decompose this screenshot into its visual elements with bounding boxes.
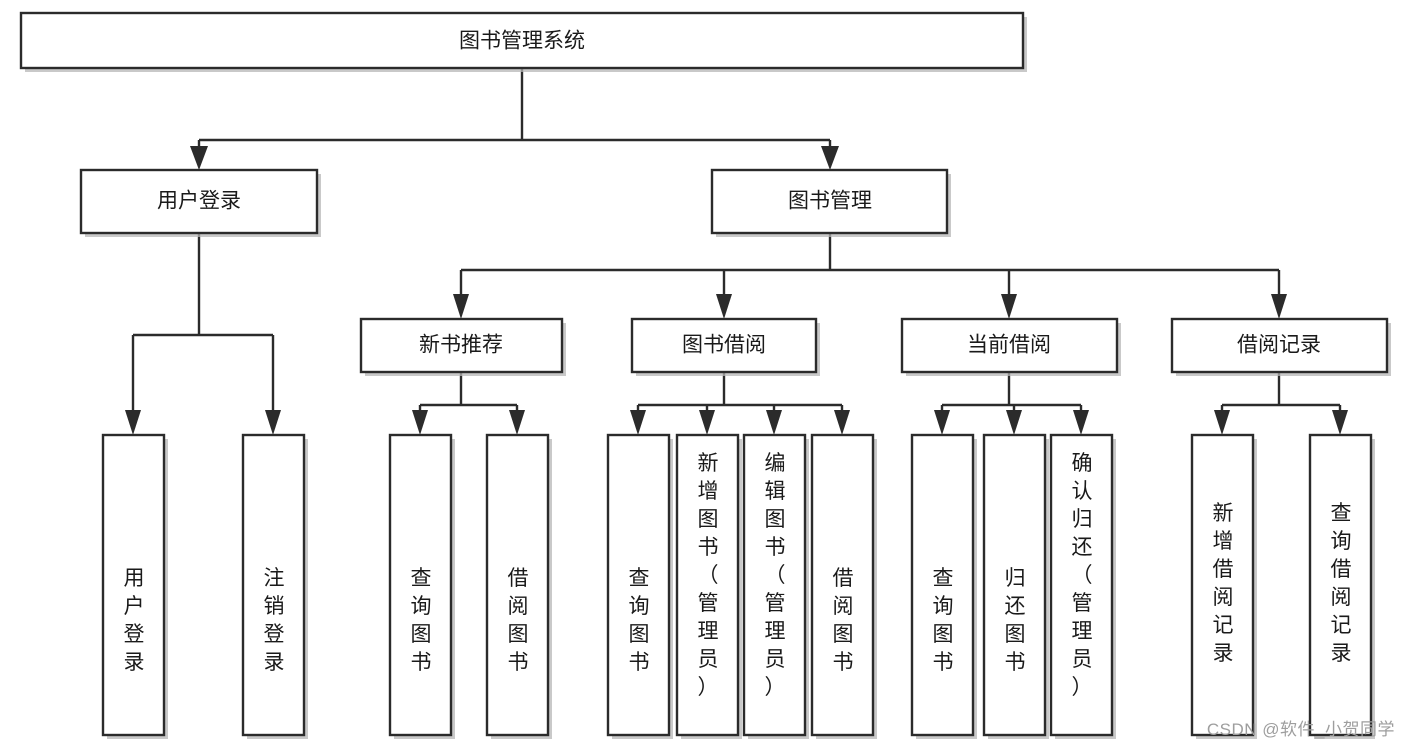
node-book-borrow-label: 图书借阅 <box>682 334 766 357</box>
node-new-book-recommend[interactable]: 新书推荐 <box>359 317 566 376</box>
node-current-borrow-label: 当前借阅 <box>967 334 1051 357</box>
node-leaf-query-book-borrow-label: 查询图书 <box>629 567 650 674</box>
node-current-borrow[interactable]: 当前借阅 <box>900 317 1121 376</box>
arrow-current-borrow <box>1001 294 1017 319</box>
node-leaf-edit-book-admin-box <box>742 433 807 737</box>
node-leaf-user-login-label: 用户登录 <box>124 567 145 674</box>
arrow-book-borrow <box>716 294 732 319</box>
node-leaf-query-borrow-record-label: 查询借阅记录 <box>1331 502 1352 665</box>
node-leaf-add-book-admin-box <box>675 433 740 737</box>
arrow-leaf-borrow-book-rec <box>509 410 525 435</box>
node-leaf-query-book-rec-label: 查询图书 <box>411 567 432 674</box>
arrow-leaf-query-book-cur <box>934 410 950 435</box>
node-leaf-user-logout[interactable]: 注销登录 <box>241 433 308 739</box>
node-new-book-recommend-label: 新书推荐 <box>419 334 503 357</box>
arrow-leaf-query-book-rec <box>412 410 428 435</box>
node-leaf-add-borrow-record[interactable]: 新增借阅记录 <box>1190 433 1257 739</box>
node-leaf-borrow-book-rec-label: 借阅图书 <box>508 567 529 674</box>
arrow-leaf-add-book-admin <box>699 410 715 435</box>
node-leaf-query-book-cur[interactable]: 查询图书 <box>910 433 977 739</box>
node-leaf-query-borrow-record[interactable]: 查询借阅记录 <box>1308 433 1375 739</box>
arrow-leaf-add-borrow-record <box>1214 410 1230 435</box>
node-new-book-recommend-box <box>359 317 564 374</box>
node-layer: 图书管理系统 用户登录 图书管理 新书推荐 图书借阅 当前借阅 <box>19 11 1391 739</box>
node-leaf-add-borrow-record-box <box>1190 433 1255 737</box>
node-leaf-borrow-book-label: 借阅图书 <box>833 567 854 674</box>
node-leaf-borrow-book[interactable]: 借阅图书 <box>810 433 877 739</box>
node-leaf-borrow-book-rec[interactable]: 借阅图书 <box>485 433 552 739</box>
node-book-borrow[interactable]: 图书借阅 <box>630 317 820 376</box>
node-leaf-confirm-return-admin-label: 确认归还（管理员） <box>1072 452 1093 699</box>
arrow-leaf-query-borrow-record <box>1332 410 1348 435</box>
node-leaf-edit-book-admin[interactable]: 编辑图书（管理员） <box>742 433 809 739</box>
node-leaf-borrow-book-box <box>810 433 875 737</box>
node-leaf-return-book-label: 归还图书 <box>1005 567 1026 674</box>
node-leaf-user-login-box <box>101 433 166 737</box>
node-root[interactable]: 图书管理系统 <box>19 11 1027 72</box>
node-leaf-query-book-rec-box <box>388 433 453 737</box>
arrow-leaf-confirm-return-admin <box>1073 410 1089 435</box>
node-borrow-record-box <box>1170 317 1389 374</box>
arrow-borrow-record <box>1271 294 1287 319</box>
node-leaf-query-book-rec[interactable]: 查询图书 <box>388 433 455 739</box>
node-leaf-add-book-admin[interactable]: 新增图书（管理员） <box>675 433 742 739</box>
arrow-user-login <box>190 146 208 170</box>
node-leaf-borrow-book-rec-box <box>485 433 550 737</box>
arrow-leaf-edit-book-admin <box>766 410 782 435</box>
arrow-book-management <box>821 146 839 170</box>
node-leaf-confirm-return-admin[interactable]: 确认归还（管理员） <box>1049 433 1116 739</box>
arrow-new-book-recommend <box>453 294 469 319</box>
node-leaf-add-book-admin-label: 新增图书（管理员） <box>698 452 719 699</box>
node-leaf-user-logout-box <box>241 433 306 737</box>
node-book-management-box <box>710 168 949 235</box>
node-leaf-query-book-cur-label: 查询图书 <box>933 567 954 674</box>
node-leaf-edit-book-admin-label: 编辑图书（管理员） <box>765 452 786 699</box>
node-borrow-record[interactable]: 借阅记录 <box>1170 317 1391 376</box>
node-leaf-return-book[interactable]: 归还图书 <box>982 433 1049 739</box>
node-user-login-label: 用户登录 <box>157 190 241 213</box>
leaf-nodes: 用户登录 注销登录 查询图书 借阅图书 查询图书 <box>101 433 1375 739</box>
node-book-borrow-box <box>630 317 818 374</box>
node-user-login-box <box>79 168 319 235</box>
node-leaf-query-book-borrow[interactable]: 查询图书 <box>606 433 673 739</box>
node-leaf-query-borrow-record-box <box>1308 433 1373 737</box>
node-current-borrow-box <box>900 317 1119 374</box>
node-leaf-user-logout-label: 注销登录 <box>264 567 285 674</box>
node-book-management[interactable]: 图书管理 <box>710 168 951 237</box>
node-book-management-label: 图书管理 <box>788 190 872 213</box>
node-borrow-record-label: 借阅记录 <box>1237 334 1321 357</box>
arrow-leaf-query-book-borrow <box>630 410 646 435</box>
arrow-leaf-user-login <box>125 410 141 435</box>
arrow-leaf-borrow-book <box>834 410 850 435</box>
node-root-label: 图书管理系统 <box>459 30 585 53</box>
node-leaf-return-book-box <box>982 433 1047 737</box>
node-leaf-query-book-cur-box <box>910 433 975 737</box>
node-leaf-add-borrow-record-label: 新增借阅记录 <box>1213 502 1234 665</box>
node-leaf-user-login[interactable]: 用户登录 <box>101 433 168 739</box>
node-leaf-query-book-borrow-box <box>606 433 671 737</box>
node-user-login[interactable]: 用户登录 <box>79 168 321 237</box>
node-root-box <box>19 11 1025 70</box>
edge-layer <box>125 68 1348 435</box>
arrow-leaf-return-book <box>1006 410 1022 435</box>
arrow-leaf-user-logout <box>265 410 281 435</box>
node-leaf-confirm-return-admin-box <box>1049 433 1114 737</box>
